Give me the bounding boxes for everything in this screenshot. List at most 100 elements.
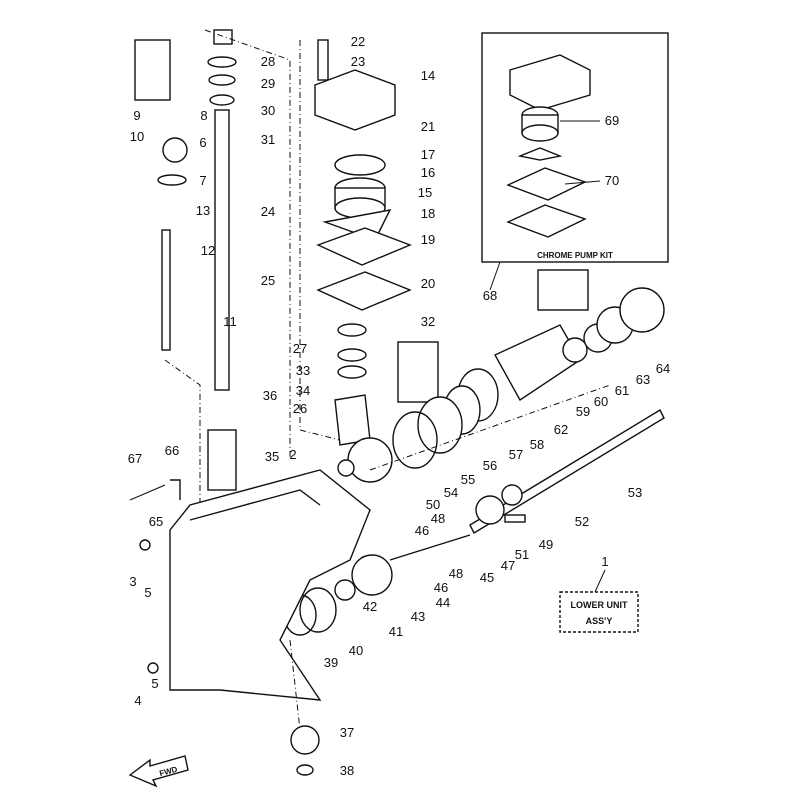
callout-62: 62 — [554, 422, 568, 437]
callout-70: 70 — [605, 173, 619, 188]
callout-49: 49 — [539, 537, 553, 552]
callout-9: 9 — [133, 108, 140, 123]
callout-35: 35 — [265, 449, 279, 464]
callout-20: 20 — [421, 276, 435, 291]
callout-50: 50 — [426, 497, 440, 512]
callout-10: 10 — [130, 129, 144, 144]
callout-19: 19 — [421, 232, 435, 247]
callout-5: 5 — [144, 585, 151, 600]
callout-45: 45 — [480, 570, 494, 585]
callout-33: 33 — [296, 363, 310, 378]
callout-14: 14 — [421, 68, 435, 83]
callout-11: 11 — [223, 314, 237, 329]
callout-32: 32 — [421, 314, 435, 329]
assembly-box — [559, 591, 639, 633]
chrome-pump-kit-label: CHROME PUMP KIT — [537, 251, 613, 260]
callout-30: 30 — [261, 103, 275, 118]
callout-66: 66 — [165, 443, 179, 458]
outer-plate — [316, 227, 412, 266]
callout-28: 28 — [261, 54, 275, 69]
callout-36: 36 — [263, 388, 277, 403]
seal-28 — [207, 56, 237, 68]
assembly-line2: ASS'Y — [586, 616, 613, 626]
impeller-insert — [521, 124, 559, 142]
callout-63: 63 — [636, 372, 650, 387]
pump-housing-kit — [509, 54, 591, 111]
callout-24: 24 — [261, 204, 275, 219]
callout-3: 3 — [129, 574, 136, 589]
callout-46: 46 — [434, 580, 448, 595]
callout-57: 57 — [509, 447, 523, 462]
callout-55: 55 — [461, 472, 475, 487]
callout-52: 52 — [575, 514, 589, 529]
callout-40: 40 — [349, 643, 363, 658]
callout-5: 5 — [151, 676, 158, 691]
callout-13: 13 — [196, 203, 210, 218]
water-pump-housing — [314, 69, 396, 131]
callout-29: 29 — [261, 76, 275, 91]
callout-64: 64 — [656, 361, 670, 376]
callout-44: 44 — [436, 595, 450, 610]
callout-42: 42 — [363, 599, 377, 614]
callout-58: 58 — [530, 437, 544, 452]
callout-16: 16 — [421, 165, 435, 180]
callout-47: 47 — [501, 558, 515, 573]
callout-65: 65 — [149, 514, 163, 529]
callout-53: 53 — [628, 485, 642, 500]
reverse-gear — [347, 437, 393, 483]
callout-59: 59 — [576, 404, 590, 419]
callout-51: 51 — [515, 547, 529, 562]
callout-46: 46 — [415, 523, 429, 538]
callout-43: 43 — [411, 609, 425, 624]
callout-2: 2 — [289, 447, 296, 462]
forward-gear — [351, 554, 393, 596]
fwd-arrow-icon — [128, 755, 189, 788]
callout-31: 31 — [261, 132, 275, 147]
pinion — [290, 725, 320, 755]
callout-48: 48 — [449, 566, 463, 581]
callout-1: 1 — [601, 554, 608, 569]
callout-34: 34 — [296, 383, 310, 398]
callout-26: 26 — [293, 401, 307, 416]
sleeve — [207, 429, 237, 491]
callout-23: 23 — [351, 54, 365, 69]
callout-60: 60 — [594, 394, 608, 409]
impeller-kit — [517, 147, 563, 161]
callout-22: 22 — [351, 34, 365, 49]
assembly-line1: LOWER UNIT — [571, 600, 628, 610]
callout-15: 15 — [418, 185, 432, 200]
callout-68: 68 — [483, 288, 497, 303]
plate-kit — [506, 167, 587, 201]
callout-12: 12 — [201, 243, 215, 258]
callout-numbers: 2223142117161518192032273334262829303124… — [128, 34, 670, 778]
callout-37: 37 — [340, 725, 354, 740]
ring-nut — [619, 287, 665, 333]
callout-17: 17 — [421, 147, 435, 162]
drive-shaft — [214, 109, 230, 391]
callout-21: 21 — [421, 119, 435, 134]
callout-69: 69 — [605, 113, 619, 128]
gasket — [316, 271, 412, 311]
callout-38: 38 — [340, 763, 354, 778]
callout-25: 25 — [261, 273, 275, 288]
callout-48: 48 — [431, 511, 445, 526]
callout-41: 41 — [389, 624, 403, 639]
callout-39: 39 — [324, 655, 338, 670]
callout-6: 6 — [199, 135, 206, 150]
gearcase-housing — [169, 469, 371, 701]
callout-18: 18 — [421, 206, 435, 221]
chrome-pump-kit-box — [481, 32, 669, 263]
callout-61: 61 — [615, 383, 629, 398]
bearing-housing — [494, 324, 581, 402]
callout-56: 56 — [483, 458, 497, 473]
callout-67: 67 — [128, 451, 142, 466]
callout-4: 4 — [134, 693, 141, 708]
callout-7: 7 — [199, 173, 206, 188]
callout-27: 27 — [293, 341, 307, 356]
callout-54: 54 — [444, 485, 458, 500]
cartridge-26 — [334, 394, 371, 446]
callout-8: 8 — [200, 108, 207, 123]
shift-rod — [161, 229, 171, 351]
